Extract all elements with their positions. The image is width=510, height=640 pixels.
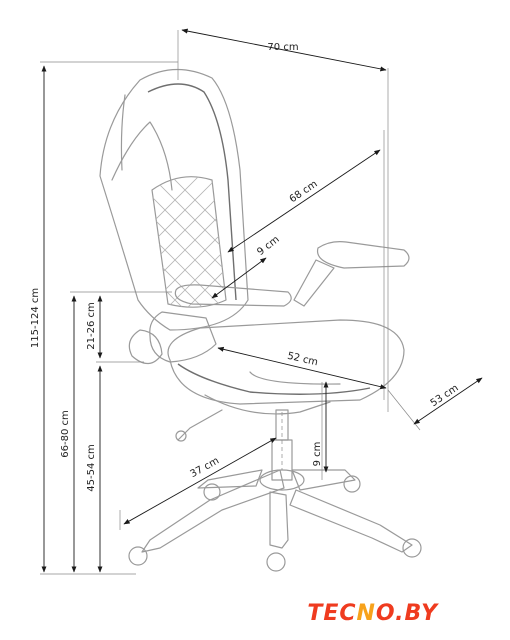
dim-seat-width-line	[217, 346, 387, 390]
chair-backrest	[99, 68, 249, 331]
chair-base	[128, 469, 422, 572]
dim-base-radius-line	[123, 437, 277, 525]
dim-backrest-line	[227, 149, 381, 253]
brand-logo: TECNO.BY	[307, 601, 438, 626]
dim-headrest-line	[211, 257, 267, 299]
label-seat-height: 66-80 cm	[60, 410, 71, 457]
gas-lift	[175, 409, 293, 481]
chair-seat	[167, 319, 405, 415]
armrest-left	[128, 284, 292, 365]
label-width: 70 cm	[267, 42, 298, 53]
logo-part-tec: TEC	[307, 601, 357, 626]
label-seat-floor-height: 45-54 cm	[86, 444, 97, 491]
dim-seat-depth-line	[413, 377, 483, 425]
label-gas-lift: 9 cm	[312, 442, 323, 467]
label-total-height: 115-124 cm	[30, 288, 41, 348]
chair-illustration	[99, 68, 422, 572]
dimension-labels: 115-124 cm 66-80 cm 45-54 cm 21-26 cm 70…	[30, 42, 461, 492]
dim-width-line	[181, 28, 387, 72]
label-headrest: 9 cm	[255, 234, 281, 258]
extension-lines	[40, 30, 421, 575]
logo-part-n: N	[356, 601, 376, 626]
label-base-radius: 37 cm	[188, 455, 221, 480]
dimension-lines	[41, 28, 483, 573]
armrest-right	[293, 241, 410, 307]
label-armrest-height: 21-26 cm	[86, 302, 97, 349]
logo-part-oby: O.BY	[375, 601, 438, 626]
